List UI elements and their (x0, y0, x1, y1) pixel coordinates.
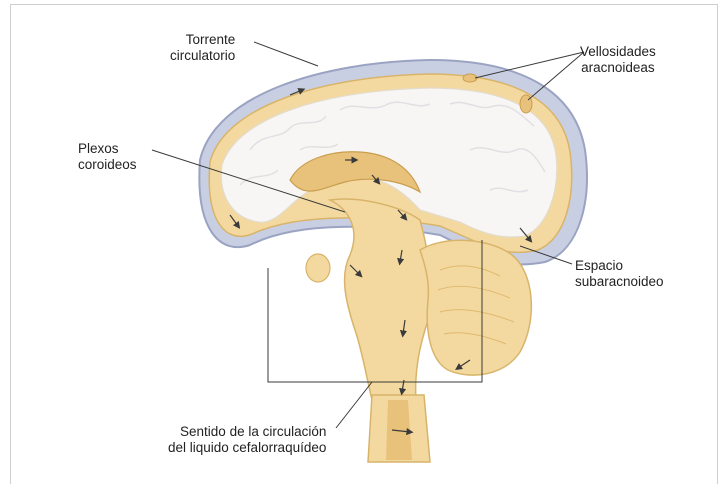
spinal-canal (386, 400, 412, 460)
label-line: coroideos (78, 157, 137, 173)
cerebellum (420, 240, 531, 375)
label-line: Plexos (78, 141, 137, 157)
label-line: Espacio (575, 258, 664, 274)
label-plexos-coroideos: Plexos coroideos (78, 141, 137, 173)
label-espacio-subaracnoideo: Espacio subaracnoideo (575, 258, 664, 290)
pituitary (306, 254, 330, 282)
label-line: del liquido cefalorraquídeo (168, 440, 326, 456)
label-sentido-circulacion: Sentido de la circulación del liquido ce… (168, 424, 326, 456)
label-line: Sentido de la circulación (168, 424, 326, 440)
label-line: Vellosidades (580, 44, 656, 60)
label-vellosidades-aracnoideas: Vellosidades aracnoideas (580, 44, 656, 76)
label-line: circulatorio (170, 48, 235, 64)
label-line: aracnoideas (580, 60, 656, 76)
label-line: Torrente (170, 32, 235, 48)
label-torrente-circulatorio: Torrente circulatorio (170, 32, 235, 64)
arachnoid-villus-1 (463, 74, 477, 82)
label-line: subaracnoideo (575, 274, 664, 290)
